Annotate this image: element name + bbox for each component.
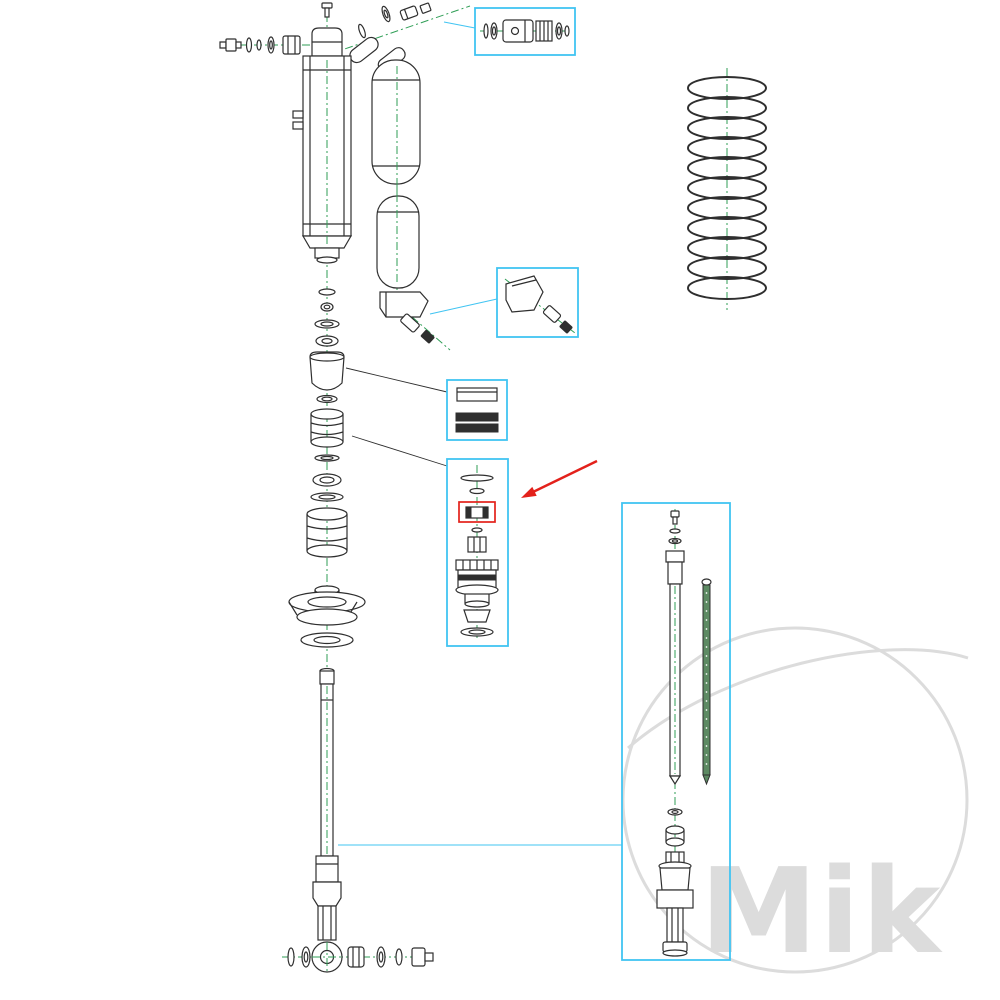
callout-box	[446, 379, 508, 441]
leader-to-reservoir-cap-callout	[429, 298, 498, 315]
leader-to-valve-stack-callout	[351, 435, 448, 467]
damper-internals	[288, 288, 366, 648]
highlight-red-box	[458, 501, 496, 523]
leader-lines	[338, 21, 622, 846]
callout-shaft-assembly	[621, 502, 731, 961]
bushing-stack	[306, 507, 348, 521]
upper-diagonal-hardware	[358, 2, 432, 39]
preload-adjuster	[310, 408, 344, 420]
callout-valve-stack	[446, 458, 509, 647]
callout-box	[446, 458, 509, 647]
mount-bolt	[411, 947, 426, 967]
lock-nut	[282, 35, 301, 55]
callout-box	[474, 7, 576, 56]
bleed-screw	[321, 2, 333, 9]
bump-stop	[309, 351, 345, 391]
watermark-swoosh	[627, 648, 969, 750]
callout-reservoir-cap	[496, 267, 579, 338]
body-tab-upper	[292, 110, 304, 119]
reservoir	[371, 59, 435, 344]
callout-box	[496, 267, 579, 338]
hose-fitting-upper	[349, 36, 379, 64]
ring-washer	[318, 288, 336, 296]
leader-to-adjuster-callout	[443, 21, 476, 29]
coil-spring	[687, 76, 767, 300]
watermark-circle	[621, 626, 969, 974]
top-mount-hardware	[219, 2, 333, 55]
red-arrow	[521, 459, 598, 498]
bottom-mount-hardware	[287, 946, 434, 968]
callout-compression-adjuster	[474, 7, 576, 56]
callout-box	[621, 502, 731, 961]
valve-cap	[420, 329, 435, 344]
watermark: Mik	[621, 626, 969, 980]
leader-to-piston-ring-callout	[345, 367, 448, 393]
reservoir-bladder	[376, 195, 420, 289]
reservoir-end-cap	[379, 291, 429, 318]
air-valve	[400, 313, 420, 333]
shaft-seal-block	[315, 855, 339, 883]
spacer	[347, 946, 365, 968]
piston-nut	[467, 536, 487, 553]
centerline-overlays	[312, 60, 676, 972]
callout-piston-rings	[446, 379, 508, 441]
body-tab-lower	[292, 121, 304, 130]
clevis	[312, 881, 342, 907]
watermark-text: Mik	[700, 842, 943, 980]
reservoir-canister	[371, 59, 421, 185]
red-arrowhead	[521, 486, 537, 498]
